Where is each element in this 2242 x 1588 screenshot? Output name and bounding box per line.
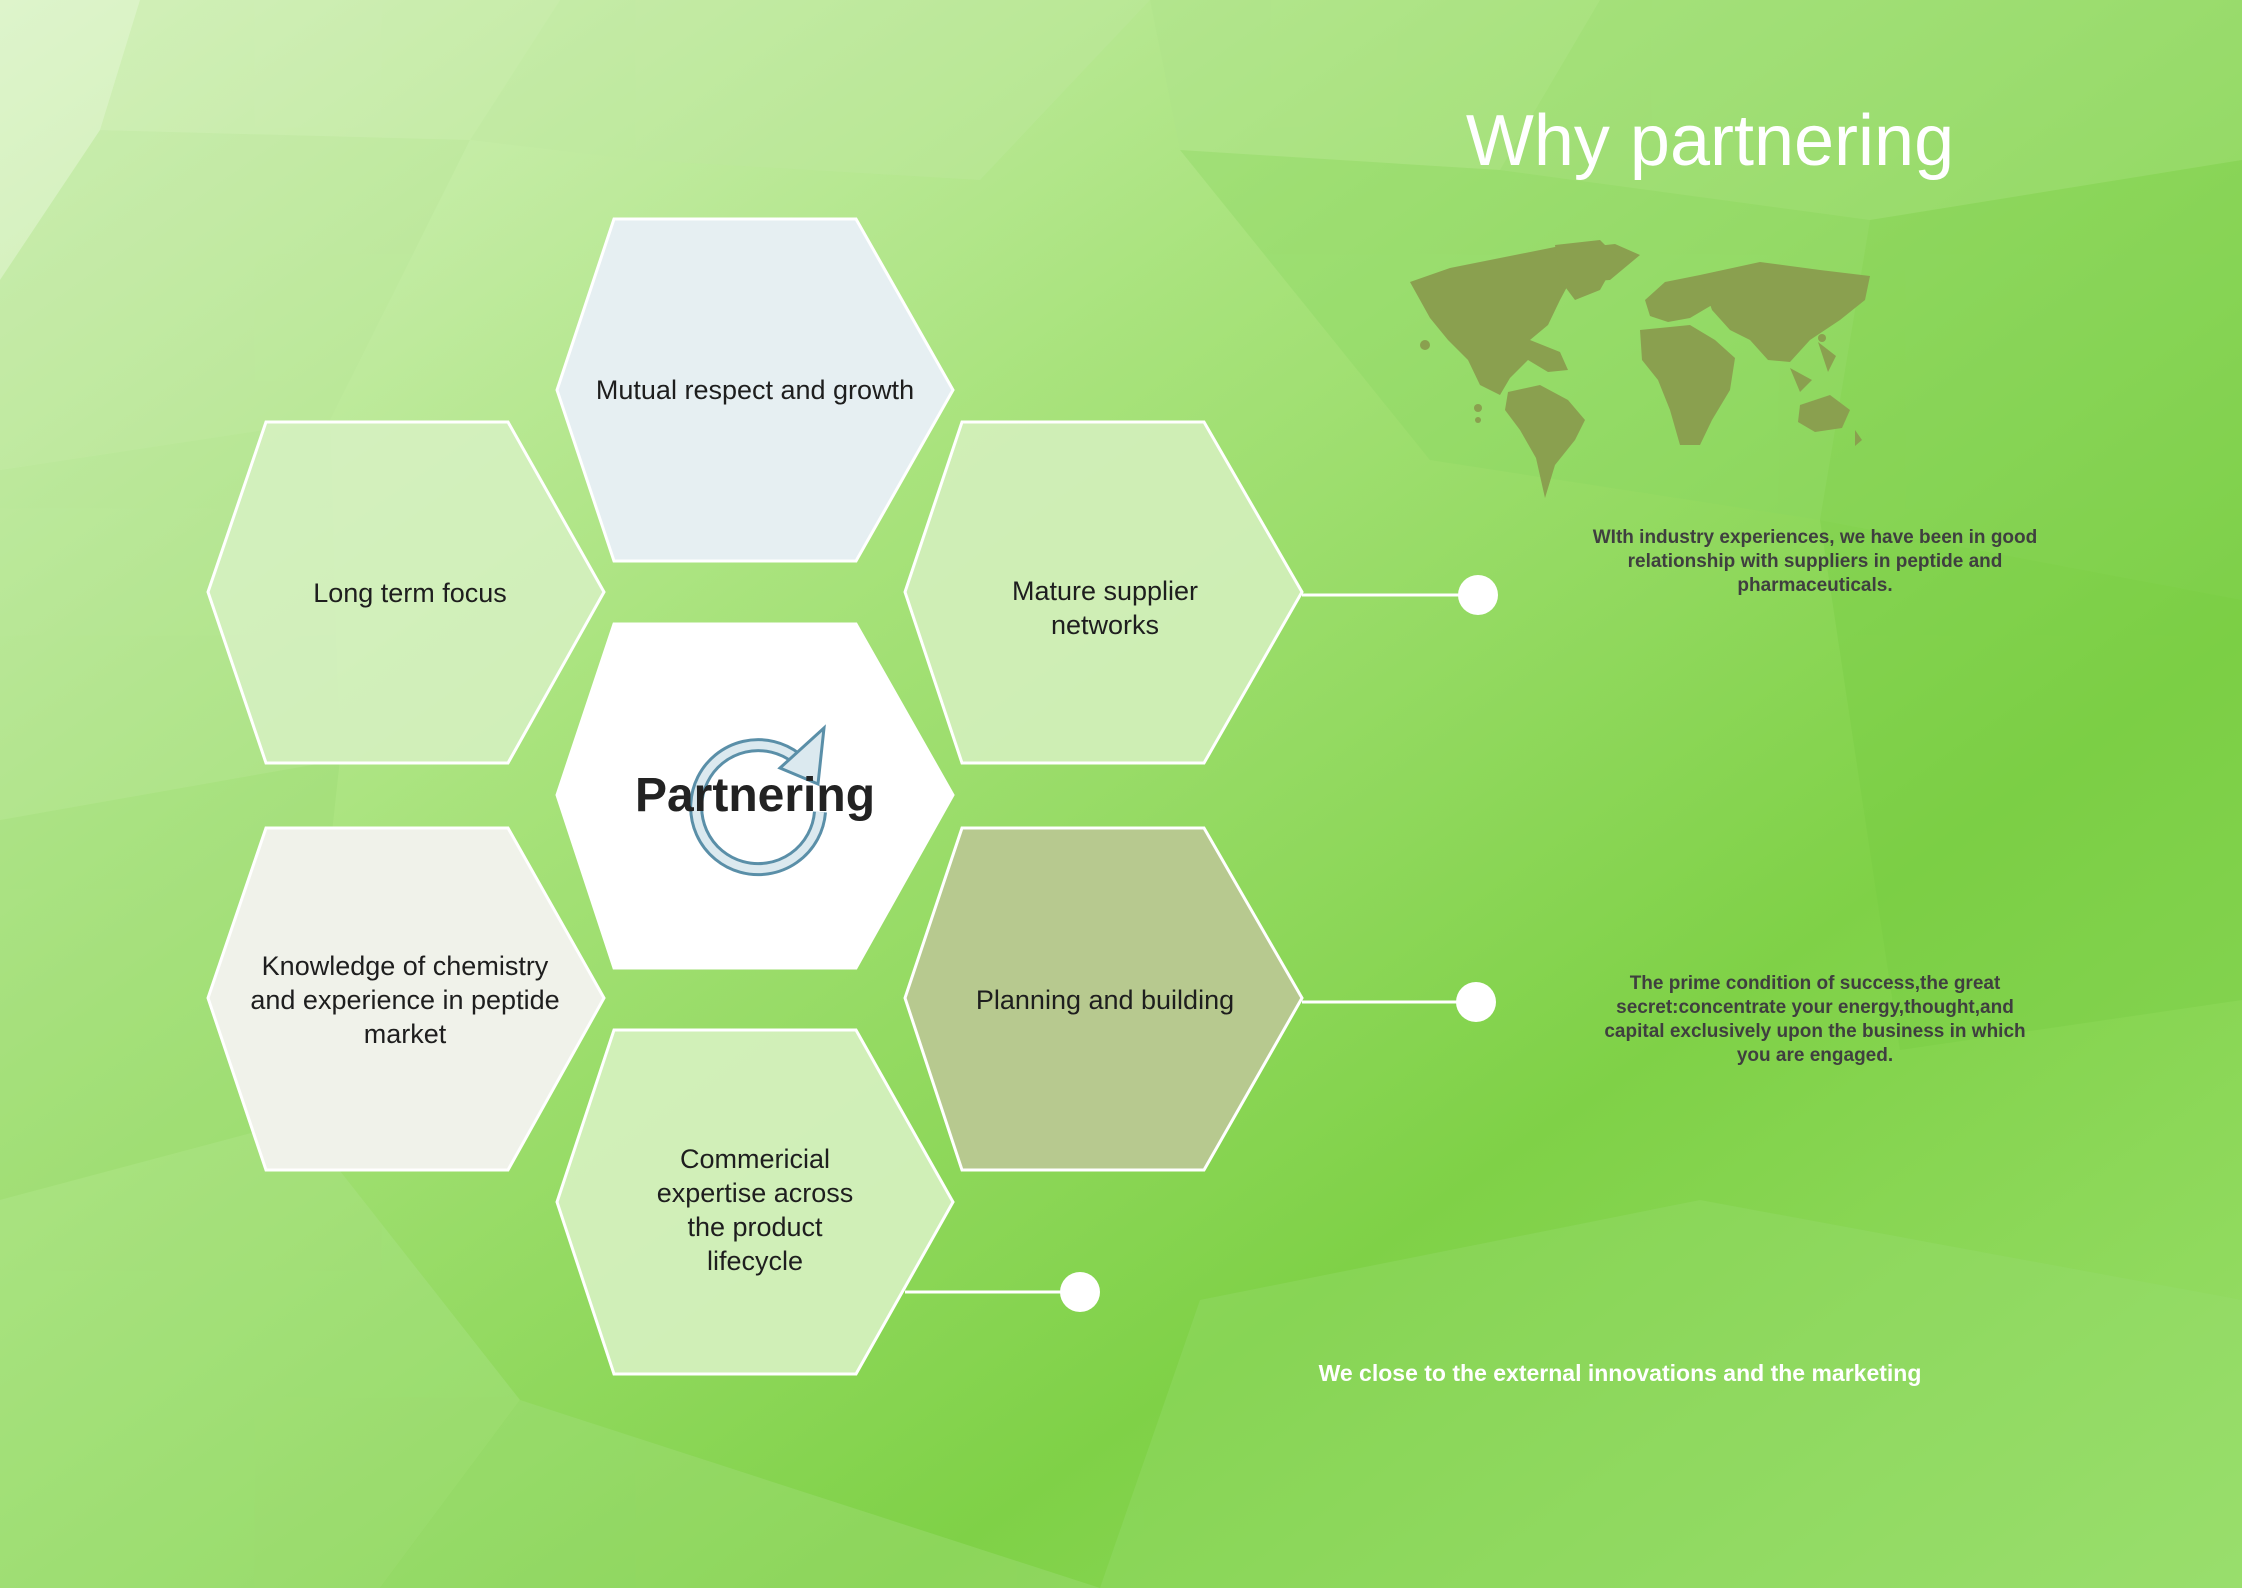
description-success: The prime condition of success,the great… [1604, 973, 2026, 1066]
refresh-arrow-icon [689, 724, 827, 877]
connector-upper [1302, 575, 1498, 615]
page-title: Why partnering [1465, 101, 1955, 181]
hexagon-lower-left-shape [206, 826, 606, 1172]
hexagon-lower-right-label: Planning and building [975, 985, 1235, 1015]
connector-lower [905, 1272, 1100, 1312]
hexagon-upper-left-label: Long term focus [313, 578, 507, 608]
hexagon-bottom-label: Commericial expertise across the product… [656, 1144, 854, 1276]
hexagon-lower-left-label: Knowledge of chemistry and experience in… [250, 951, 560, 1049]
description-suppliers: WIth industry experiences, we have been … [1592, 527, 2038, 596]
connector-node [1060, 1272, 1100, 1312]
hexagon-upper-right-label: Mature supplier networks [1011, 576, 1199, 640]
connector-middle [1302, 982, 1496, 1022]
hexagon-lower-right-shape [903, 826, 1304, 1172]
hexagon-top-label: Mutual respect and growth [595, 375, 915, 405]
hexagon-center-shape [555, 622, 955, 970]
hexagon-bottom-shape [555, 1028, 955, 1376]
world-map-icon [1410, 240, 1870, 498]
description-innovation: We close to the external innovations and… [1318, 1360, 1922, 1386]
hexagon-top-shape [555, 217, 955, 563]
connector-node [1458, 575, 1498, 615]
center-label: Partnering [634, 769, 876, 822]
connector-node [1456, 982, 1496, 1022]
hexagon-upper-right-shape [903, 420, 1304, 765]
hexagon-upper-left-shape [206, 420, 606, 765]
